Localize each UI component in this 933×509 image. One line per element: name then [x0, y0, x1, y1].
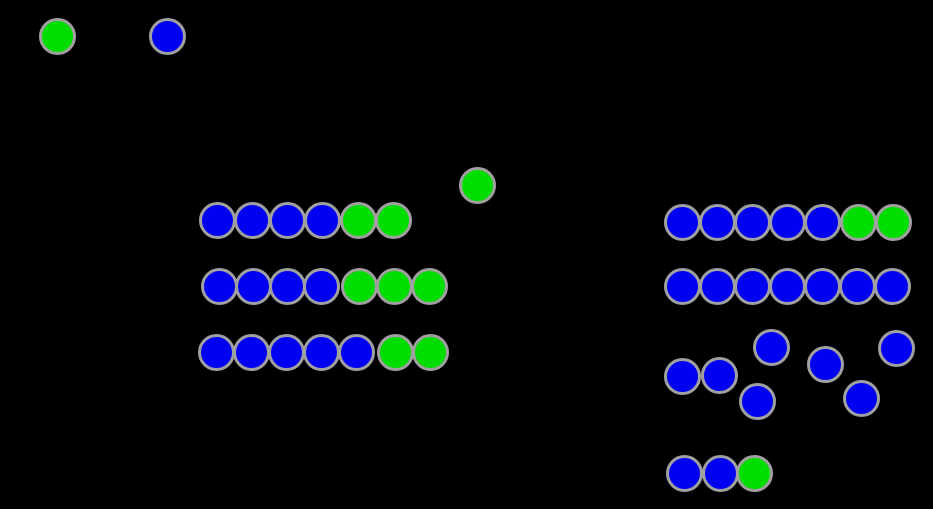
left-row-2-dot [375, 267, 413, 305]
right-row-1-dot [874, 203, 912, 241]
left-row-2-dot [340, 267, 378, 305]
right-scatter-dot [752, 328, 790, 366]
left-row-3-dot [267, 333, 305, 371]
right-row-1-dot [768, 203, 806, 241]
left-row-3-dot [197, 333, 235, 371]
legend-blue-marker-dot [148, 17, 186, 55]
right-row-2-dot [698, 267, 736, 305]
left-row-1-dot [198, 201, 236, 239]
right-row-2-dot [803, 267, 841, 305]
right-scatter-dot [700, 356, 738, 394]
right-row-1-dot [698, 203, 736, 241]
left-row-1-dot [339, 201, 377, 239]
right-scatter-dot [842, 379, 880, 417]
right-scatter-dot [738, 382, 776, 420]
right-scatter-dot [663, 357, 701, 395]
left-row-2-dot [268, 267, 306, 305]
right-row-2-dot [663, 267, 701, 305]
left-row-3-dot [337, 333, 375, 371]
left-row-2-dot [200, 267, 238, 305]
legend-green-marker-dot [38, 17, 76, 55]
left-row-2-dot [234, 267, 272, 305]
left-row-1-dot [233, 201, 271, 239]
right-row-2-dot [873, 267, 911, 305]
right-row-1-dot [663, 203, 701, 241]
left-row-2-dot [410, 267, 448, 305]
floating-green-dot-dot [458, 166, 496, 204]
left-row-3-dot [302, 333, 340, 371]
right-row-1-dot [839, 203, 877, 241]
left-row-1-dot [268, 201, 306, 239]
right-bottom-row-dot [735, 454, 773, 492]
left-row-1-dot [374, 201, 412, 239]
right-row-1-dot [803, 203, 841, 241]
right-row-2-dot [838, 267, 876, 305]
right-scatter-dot [877, 329, 915, 367]
right-row-2-dot [768, 267, 806, 305]
left-row-2-dot [302, 267, 340, 305]
right-scatter-dot [806, 345, 844, 383]
left-row-3-dot [232, 333, 270, 371]
left-row-1-dot [303, 201, 341, 239]
right-row-1-dot [733, 203, 771, 241]
right-row-2-dot [733, 267, 771, 305]
right-bottom-row-dot [665, 454, 703, 492]
left-row-3-dot [376, 333, 414, 371]
left-row-3-dot [411, 333, 449, 371]
right-bottom-row-dot [701, 454, 739, 492]
